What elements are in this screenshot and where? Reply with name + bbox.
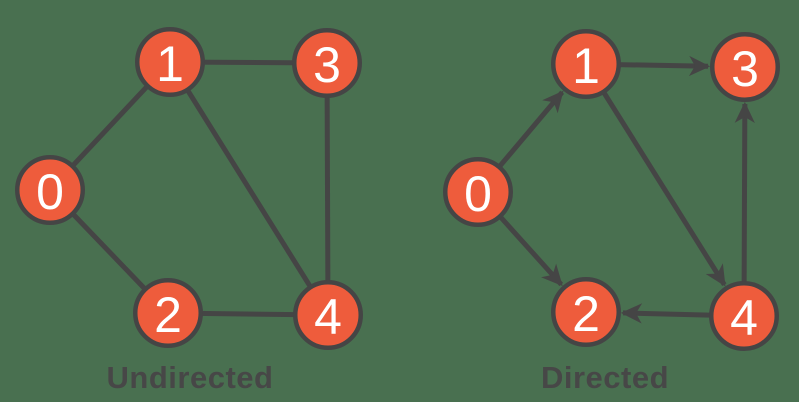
directed-graph-node-4: 4 bbox=[709, 281, 779, 351]
node-circle bbox=[133, 278, 203, 348]
directed-graph-node-1: 1 bbox=[551, 29, 621, 99]
node-circle bbox=[709, 281, 779, 351]
node-circle bbox=[135, 27, 205, 97]
edge-4-3-arrow bbox=[734, 101, 755, 317]
edge-1-4 bbox=[167, 60, 331, 317]
directed-graph-node-2: 2 bbox=[551, 277, 621, 347]
directed-caption: Directed bbox=[541, 360, 669, 395]
edge-1-4-arrow bbox=[583, 62, 727, 287]
node-circle bbox=[443, 157, 513, 227]
edges-layer bbox=[48, 55, 755, 324]
undirected-graph-node-0: 0 bbox=[15, 155, 85, 225]
undirected-graph-node-4: 4 bbox=[293, 280, 363, 350]
node-circle bbox=[551, 277, 621, 347]
node-label: 0 bbox=[36, 164, 64, 220]
directed-graph-node-3: 3 bbox=[710, 32, 780, 102]
nodes-layer: 0 1 2 3 4 0 1 2 3 4 bbox=[15, 27, 780, 351]
node-label: 3 bbox=[313, 37, 341, 93]
node-circle bbox=[292, 28, 362, 98]
node-label: 0 bbox=[464, 166, 492, 222]
undirected-graph-node-2: 2 bbox=[133, 278, 203, 348]
node-label: 4 bbox=[730, 290, 758, 346]
edge-3-4 bbox=[324, 62, 331, 316]
undirected-graph-node-1: 1 bbox=[135, 27, 205, 97]
undirected-graph-node-3: 3 bbox=[292, 28, 362, 98]
node-label: 4 bbox=[314, 289, 342, 345]
node-label: 1 bbox=[156, 36, 184, 92]
undirected-caption: Undirected bbox=[107, 360, 274, 395]
node-circle bbox=[293, 280, 363, 350]
node-circle bbox=[551, 29, 621, 99]
node-label: 2 bbox=[572, 286, 600, 342]
node-circle bbox=[710, 32, 780, 102]
node-label: 3 bbox=[731, 41, 759, 97]
node-label: 1 bbox=[572, 38, 600, 94]
node-circle bbox=[15, 155, 85, 225]
directed-graph-node-0: 0 bbox=[443, 157, 513, 227]
node-label: 2 bbox=[154, 287, 182, 343]
